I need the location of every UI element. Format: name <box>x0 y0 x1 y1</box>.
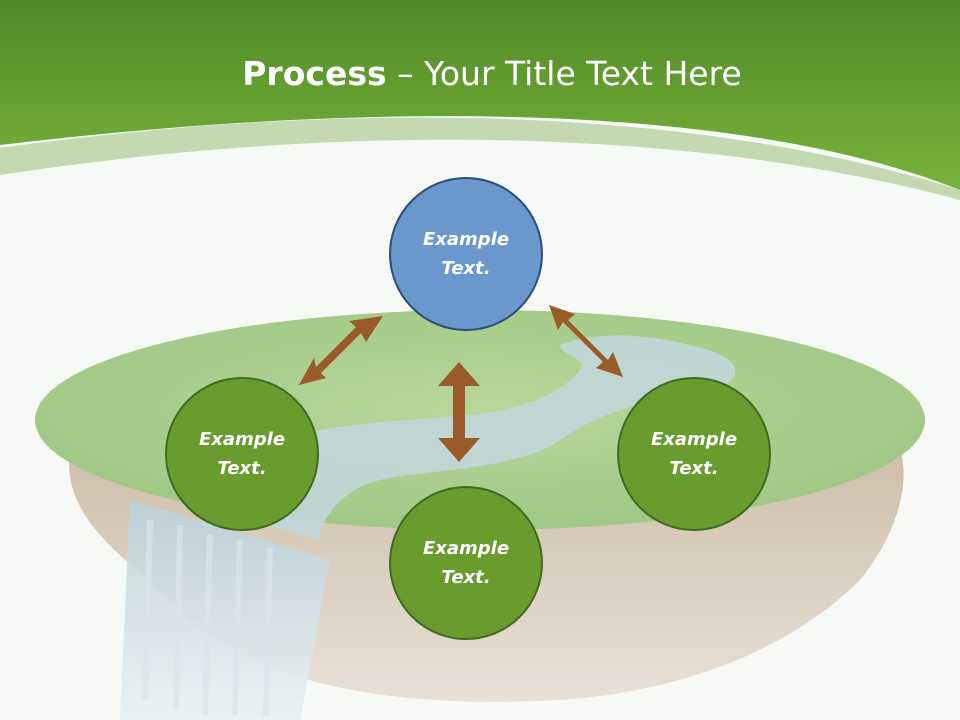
header-band <box>0 0 960 190</box>
node-left-line1: Example <box>198 429 286 450</box>
node-bottom-line2: Text. <box>441 567 491 588</box>
arrow-top-right <box>549 305 623 377</box>
node-top-line2: Text. <box>441 258 491 279</box>
node-right[interactable]: Example Text. <box>617 377 771 531</box>
header-swoosh <box>0 117 960 200</box>
node-right-line1: Example <box>650 429 738 450</box>
waterfall-streaks <box>142 519 273 717</box>
node-left[interactable]: Example Text. <box>165 377 319 531</box>
title-bold-part: Process <box>242 54 387 93</box>
slide-title: Process – Your Title Text Here <box>0 52 960 96</box>
arrow-center-vertical <box>438 362 480 462</box>
node-top-line1: Example <box>422 229 510 250</box>
node-bottom-line1: Example <box>422 538 510 559</box>
node-top[interactable]: Example Text. <box>389 177 543 331</box>
title-rest-part: – Your Title Text Here <box>386 54 742 93</box>
waterfall-shape <box>120 500 330 720</box>
node-right-line2: Text. <box>669 458 719 479</box>
node-bottom[interactable]: Example Text. <box>389 486 543 640</box>
arrow-top-left <box>299 316 383 385</box>
node-left-line2: Text. <box>217 458 267 479</box>
